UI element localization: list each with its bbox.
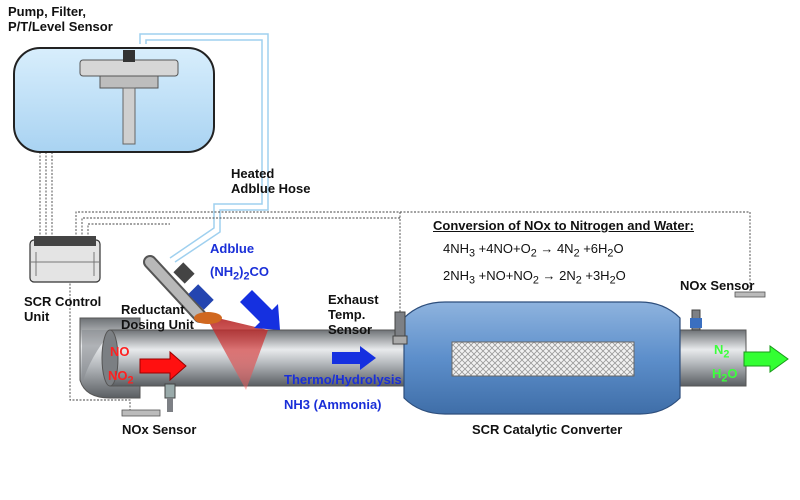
adblue-arrow <box>240 290 280 330</box>
heated-hose-label: Heated Adblue Hose <box>231 166 311 196</box>
reaction-equation-1: 4NH3 +4NO+O2 → 4N2 +6H2O <box>443 241 624 260</box>
thermo-hydrolysis-label: Thermo/Hydrolysis <box>284 372 402 387</box>
no2-label: NO2 <box>108 368 134 387</box>
nox-sensor-right <box>690 291 766 331</box>
no-label: NO <box>110 344 130 359</box>
reductant-dosing-unit <box>143 255 268 390</box>
flow-arrow-red <box>139 350 187 382</box>
exhaust-temp-sensor <box>392 311 408 345</box>
flow-arrow-blue <box>332 346 376 370</box>
catalytic-converter-label: SCR Catalytic Converter <box>472 422 623 437</box>
conversion-title: Conversion of NOx to Nitrogen and Water: <box>433 218 694 233</box>
nh3-label: NH3 (Ammonia) <box>284 397 382 412</box>
h2o-label: H2O <box>712 366 738 385</box>
reaction-equation-2: 2NH3 +NO+NO2 → 2N2 +3H2O <box>443 268 626 287</box>
adblue-label: Adblue <box>210 241 255 256</box>
pump-filter-label: Pump, Filter, P/T/Level Sensor <box>8 4 113 34</box>
nox-sensor-right-label: NOx Sensor <box>680 278 755 293</box>
n2-label: N2 <box>714 342 730 361</box>
nox-sensor-left-label: NOx Sensor <box>122 422 197 437</box>
nox-sensor-left <box>121 383 176 417</box>
scr-catalytic-converter <box>403 301 681 415</box>
adblue-formula: (NH2)2CO <box>210 264 270 283</box>
scr-control-unit <box>29 236 101 283</box>
exhaust-temp-sensor-label: Exhaust Temp. Sensor <box>328 292 379 337</box>
dosing-unit-label: Reductant Dosing Unit <box>121 302 194 332</box>
scr-control-unit-label: SCR Control Unit <box>24 294 102 324</box>
flow-arrow-green <box>743 345 789 373</box>
heated-adblue-hose <box>139 33 269 263</box>
pump-filter-module <box>79 50 179 145</box>
